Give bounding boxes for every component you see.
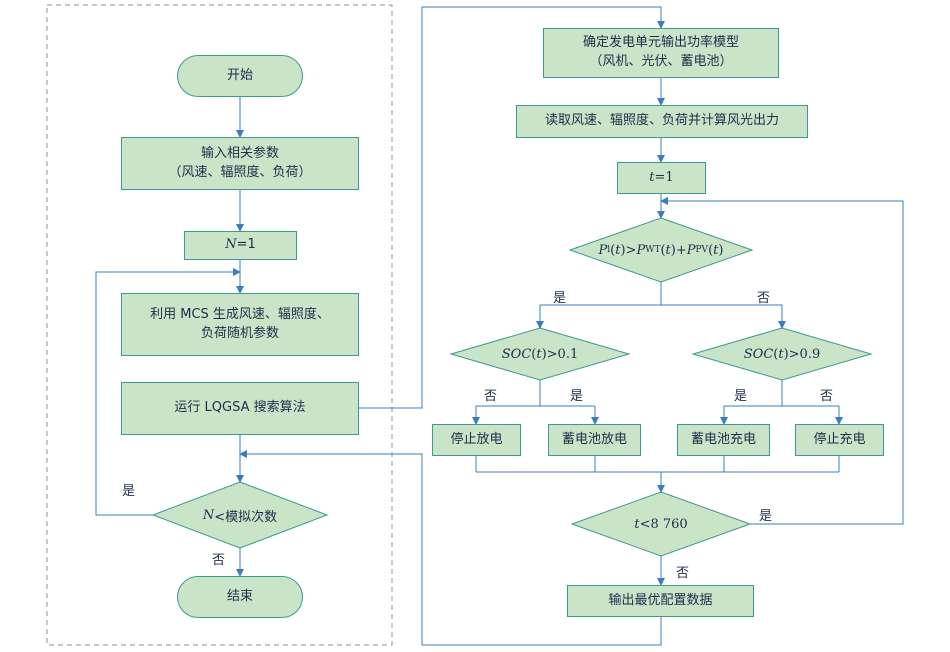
n-init-box: N=1 [184,231,297,260]
arrow-lqgsa-to-model [358,6,665,409]
output-label: 输出最优配置数据 [608,592,713,608]
soc-right-var: SOC [743,346,774,362]
read-calc-box: 读取风速、辐照度、负荷并计算风光出力 [516,105,808,138]
cond-t3: t [713,242,719,258]
lqgsa-label: 运行 LQGSA 搜索算法 [174,400,306,416]
model-line1: 确定发电单元输出功率模型 [582,35,739,51]
soc-left-no-label: 否 [484,389,498,404]
cond-t2: t [665,242,671,258]
stop-charge-label: 停止充电 [813,431,866,447]
battery-charge-box: 蓄电池充电 [677,424,770,456]
mcs-box: 利用 MCS 生成风速、辐照度、 负荷随机参数 [121,293,359,356]
stop-discharge-label: 停止放电 [450,431,503,447]
battery-charge-label: 蓄电池充电 [690,431,756,447]
cond-t1: t [615,242,621,258]
soc-left-text: SOC(t)>0.1 [470,344,610,364]
t-init-value: =1 [654,169,674,185]
end-label: 结束 [226,588,253,604]
n-init-var: N [225,237,237,253]
stop-discharge-box: 停止放电 [432,424,521,456]
input-params-box: 输入相关参数 （风速、辐照度、负荷） [121,137,359,190]
n-loop-no-label: 否 [212,553,226,568]
soc-right-no-label: 否 [820,389,834,404]
t-loop-no-label: 否 [676,566,690,581]
n-decision-text: N<模拟次数 [160,505,320,525]
cond-pl-sub: l [607,245,611,255]
cond-ppv-p: P [686,242,696,258]
end-terminal: 结束 [177,576,303,618]
soc-right-open: ( [773,346,779,362]
cond-pl-p: P [598,242,608,258]
arrow-n-loop-yes [95,268,241,516]
soc-left-val: >0.1 [546,346,579,362]
t-decision-var: t [634,516,640,532]
soc-left-open: ( [531,346,537,362]
start-terminal: 开始 [177,55,303,97]
model-line2: （风机、光伏、蓄电池） [589,54,733,69]
n-decision-rest: <模拟次数 [214,509,278,525]
soc-right-t: t [778,346,784,362]
read-calc-label: 读取风速、辐照度、负荷并计算风光出力 [544,113,779,129]
cond-paren-close-3: ) [718,242,724,258]
input-params-line1: 输入相关参数 [200,145,279,161]
t-decision-text: t<8 760 [600,514,722,534]
power-yes-label: 是 [553,291,567,306]
output-box: 输出最优配置数据 [567,585,754,617]
start-label: 开始 [226,67,253,83]
n-decision-var: N [202,507,215,523]
soc-left-var: SOC [501,346,532,362]
n-init-value: =1 [236,237,256,253]
t-init-var: t [649,169,655,185]
stop-charge-box: 停止充电 [795,424,884,456]
battery-discharge-box: 蓄电池放电 [548,424,641,456]
t-loop-yes-label: 是 [759,509,773,524]
power-no-label: 否 [757,291,771,306]
cond-gt: )> [620,242,637,258]
soc-left-t: t [536,346,542,362]
mcs-line2: 负荷随机参数 [200,325,279,341]
lqgsa-box: 运行 LQGSA 搜索算法 [121,382,359,435]
cond-ppv-sub: PV [695,245,709,255]
cond-plus: )+ [670,242,687,258]
n-loop-yes-label: 是 [122,484,136,499]
input-params-line2: （风速、辐照度、负荷） [168,164,312,180]
left-dashed-frame [46,4,393,646]
soc-right-val: >0.9 [788,346,821,362]
cond-paren-open-2: ( [660,242,666,258]
cond-pwt-p: P [636,242,646,258]
t-init-box: t=1 [617,162,706,194]
t-decision-rest: <8 760 [639,516,688,532]
soc-right-text: SOC(t)>0.9 [712,344,852,364]
model-box: 确定发电单元输出功率模型 （风机、光伏、蓄电池） [543,28,779,78]
mcs-line1: 利用 MCS 生成风速、辐照度、 [150,306,330,322]
soc-left-close: ) [541,346,547,362]
soc-right-close: ) [783,346,789,362]
soc-right-yes-label: 是 [734,389,748,404]
arrow-output-back-left [239,450,662,646]
arrow-t-loop-yes [660,197,904,525]
cond-paren-open-1: ( [610,242,616,258]
soc-left-yes-label: 是 [570,389,584,404]
cond-paren-open-3: ( [708,242,714,258]
cond-pwt-sub: WT [645,245,661,255]
battery-discharge-label: 蓄电池放电 [561,431,627,447]
